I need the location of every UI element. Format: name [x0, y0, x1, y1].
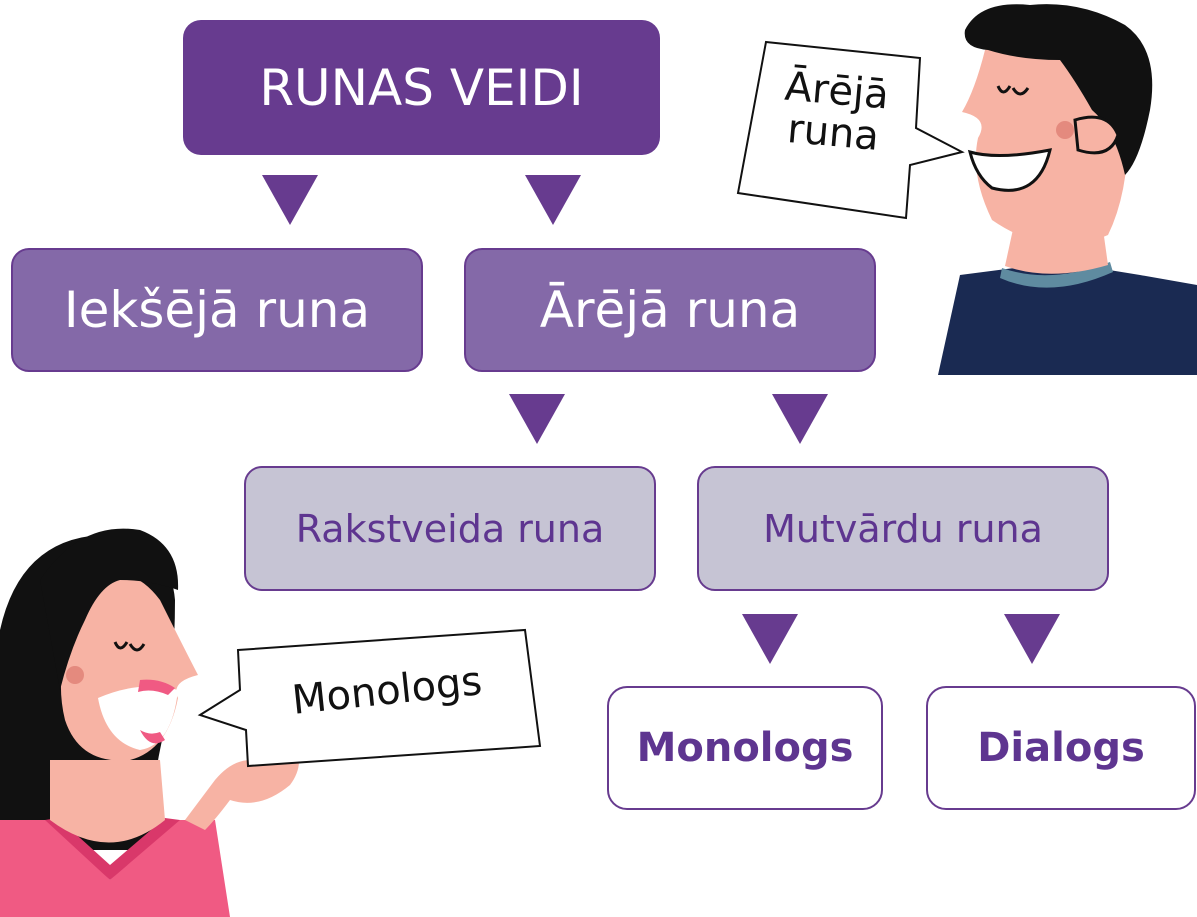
node-inner-speech-label: Iekšējā runa — [63, 281, 371, 339]
node-oral-speech: Mutvārdu runa — [697, 466, 1109, 591]
arrow-down-icon — [772, 394, 828, 444]
node-dialog: Dialogs — [926, 686, 1196, 810]
root-node: RUNAS VEIDI — [183, 20, 660, 155]
node-oral-speech-label: Mutvārdu runa — [763, 506, 1043, 551]
node-monolog-label: Monologs — [636, 725, 854, 771]
node-dialog-label: Dialogs — [977, 725, 1145, 771]
node-outer-speech: Ārējā runa — [464, 248, 876, 372]
arrow-down-icon — [509, 394, 565, 444]
arrow-down-icon — [1004, 614, 1060, 664]
node-monolog: Monologs — [607, 686, 883, 810]
arrow-down-icon — [525, 175, 581, 225]
arrow-down-icon — [262, 175, 318, 225]
man-bubble-text: Ārējā runa — [757, 64, 914, 161]
root-label: RUNAS VEIDI — [259, 58, 584, 117]
node-written-speech: Rakstveida runa — [244, 466, 656, 591]
node-outer-speech-label: Ārējā runa — [539, 281, 801, 339]
node-written-speech-label: Rakstveida runa — [295, 506, 605, 551]
man-illustration — [736, 4, 1197, 375]
arrow-down-icon — [742, 614, 798, 664]
woman-illustration — [0, 528, 542, 917]
node-inner-speech: Iekšējā runa — [11, 248, 423, 372]
